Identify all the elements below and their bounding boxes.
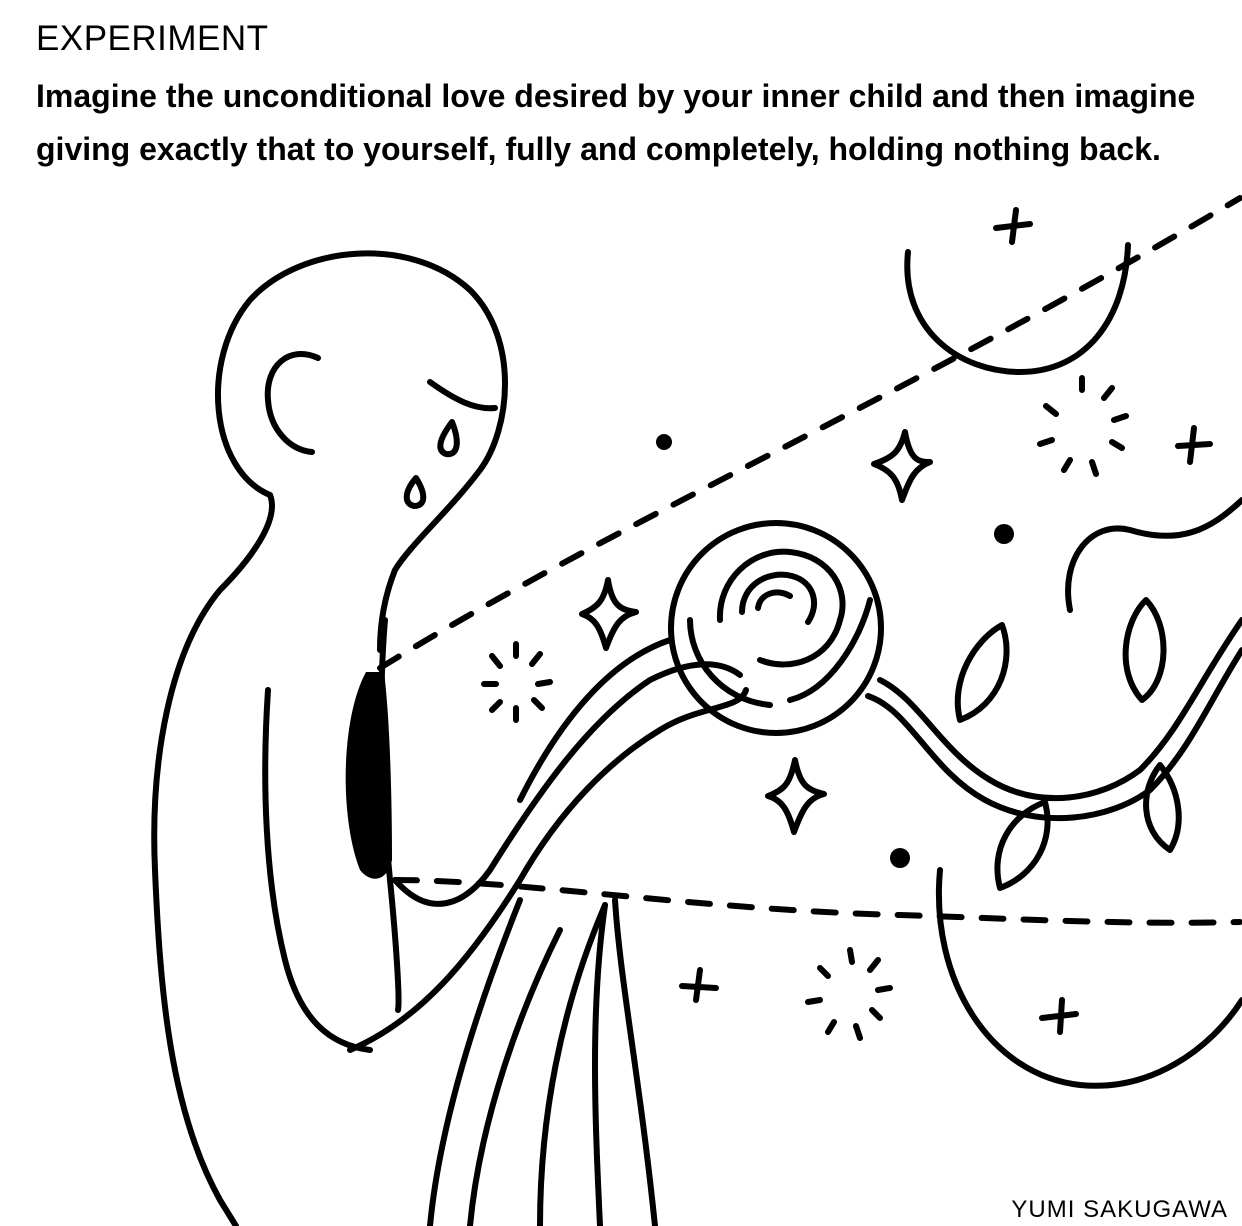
leaf-icon	[954, 597, 1182, 891]
page-title: EXPERIMENT	[36, 19, 269, 58]
artist-credit: YUMI SAKUGAWA	[1011, 1196, 1228, 1223]
crescent-icon	[904, 242, 1242, 1089]
figure	[151, 250, 749, 1226]
dashed-arcs	[377, 195, 1242, 926]
sparkle-icon	[579, 429, 933, 835]
experiment-prompt: Imagine the unconditional love desired b…	[36, 78, 1196, 167]
rose-icon	[668, 520, 884, 736]
plus-star-icon	[679, 207, 1213, 1035]
burst-icon	[481, 375, 1129, 1041]
dot-icon	[656, 434, 1014, 868]
tear-drop-icon	[403, 419, 460, 509]
vine	[865, 617, 1242, 822]
